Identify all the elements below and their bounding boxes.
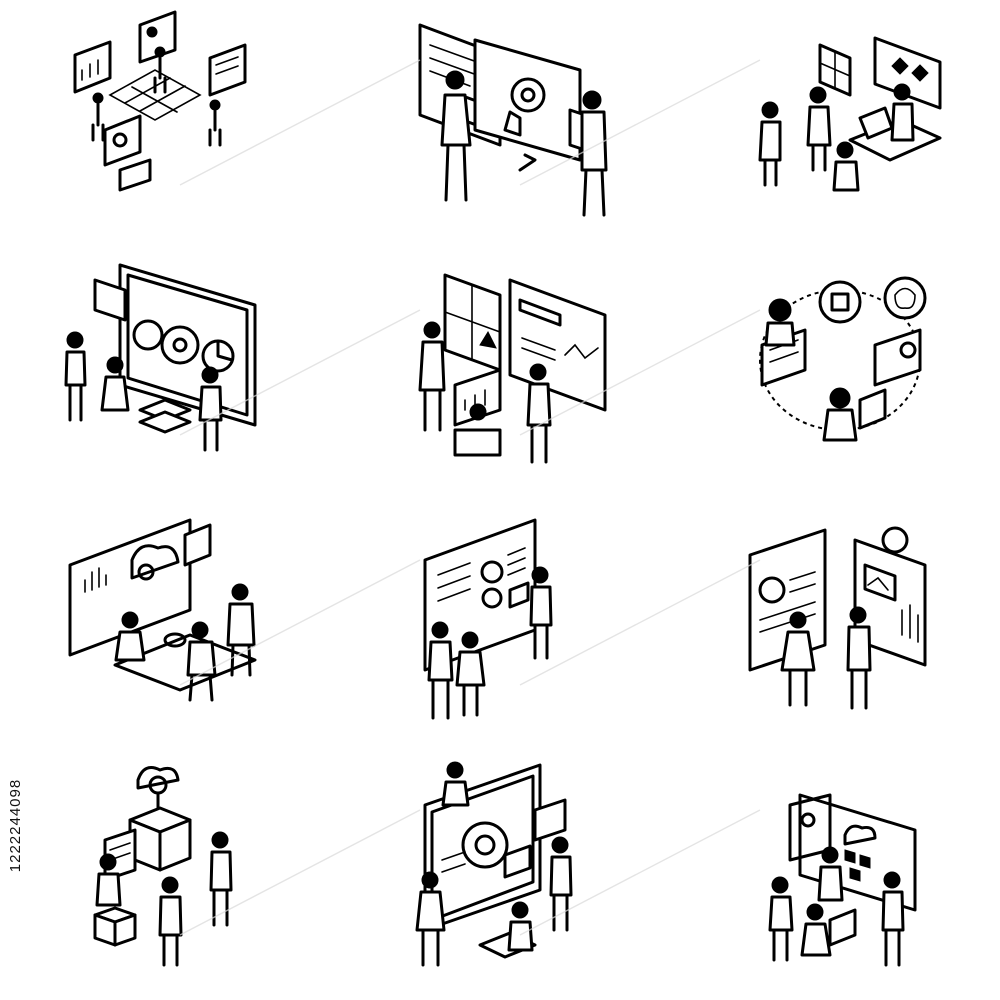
- illustration-workflow-network: [40, 0, 360, 250]
- cloud-icon: [843, 824, 877, 846]
- illustration-big-gear-monitor: [360, 750, 680, 1000]
- workflow-network-drawing: [73, 10, 247, 192]
- gear-monitor-drawing: [64, 263, 257, 452]
- person-head: [92, 92, 104, 104]
- illustration-grid: [40, 0, 1000, 1000]
- illustration-team-planning: [680, 0, 1000, 250]
- chart-screen-icon: [73, 40, 112, 94]
- chip-icon: [818, 280, 862, 324]
- gear-icon: [481, 587, 503, 609]
- big-gear-monitor-drawing: [415, 761, 573, 967]
- brain-icon: [883, 276, 927, 320]
- illustration-kanban-board: [680, 750, 1000, 1000]
- illustration-content-boards: [680, 500, 1000, 750]
- dashboard-board: [508, 278, 607, 412]
- laptop-icon: [118, 158, 152, 192]
- screen-analysis-drawing: [418, 23, 608, 217]
- stock-id-label: 1222244098: [6, 750, 26, 900]
- gear-screen-icon: [103, 114, 142, 167]
- person-head: [445, 70, 465, 90]
- pie-screen-icon: [138, 10, 177, 64]
- monitor-icon: [828, 908, 857, 947]
- dashboard-workstation-drawing: [418, 273, 607, 464]
- illustration-gear-board: [360, 500, 680, 750]
- gear-icon: [461, 821, 509, 869]
- gear-icon: [480, 560, 504, 584]
- diamond-chart-board: [873, 36, 942, 110]
- cloud-meeting-drawing: [68, 518, 257, 702]
- gear-icon: [132, 319, 164, 351]
- illustration-ai-collaboration: [680, 250, 1000, 500]
- gear-screen: [873, 328, 922, 387]
- illustration-dashboard-workstation: [360, 250, 680, 500]
- stock-id-text: 1222244098: [7, 778, 25, 872]
- gear-icon: [148, 775, 168, 795]
- cloud-server-drawing: [93, 766, 233, 967]
- gear-icon: [137, 563, 155, 581]
- cloud-icon: [136, 766, 180, 790]
- kanban-board-drawing: [768, 793, 917, 967]
- team-planning-drawing: [758, 36, 942, 192]
- desktop-monitor: [453, 368, 502, 427]
- ai-collaboration-drawing: [759, 276, 927, 442]
- illustration-screen-analysis: [360, 0, 680, 250]
- gear-board-drawing: [423, 518, 553, 720]
- gear-icon: [881, 526, 909, 554]
- illustration-cloud-server: [40, 750, 360, 1000]
- monitor-icon: [858, 388, 887, 430]
- illustration-gear-monitor: [40, 250, 360, 500]
- content-boards-drawing: [748, 526, 927, 710]
- cloud-icon: [130, 544, 180, 580]
- illustration-cloud-meeting: [40, 500, 360, 750]
- image-board: [853, 538, 927, 667]
